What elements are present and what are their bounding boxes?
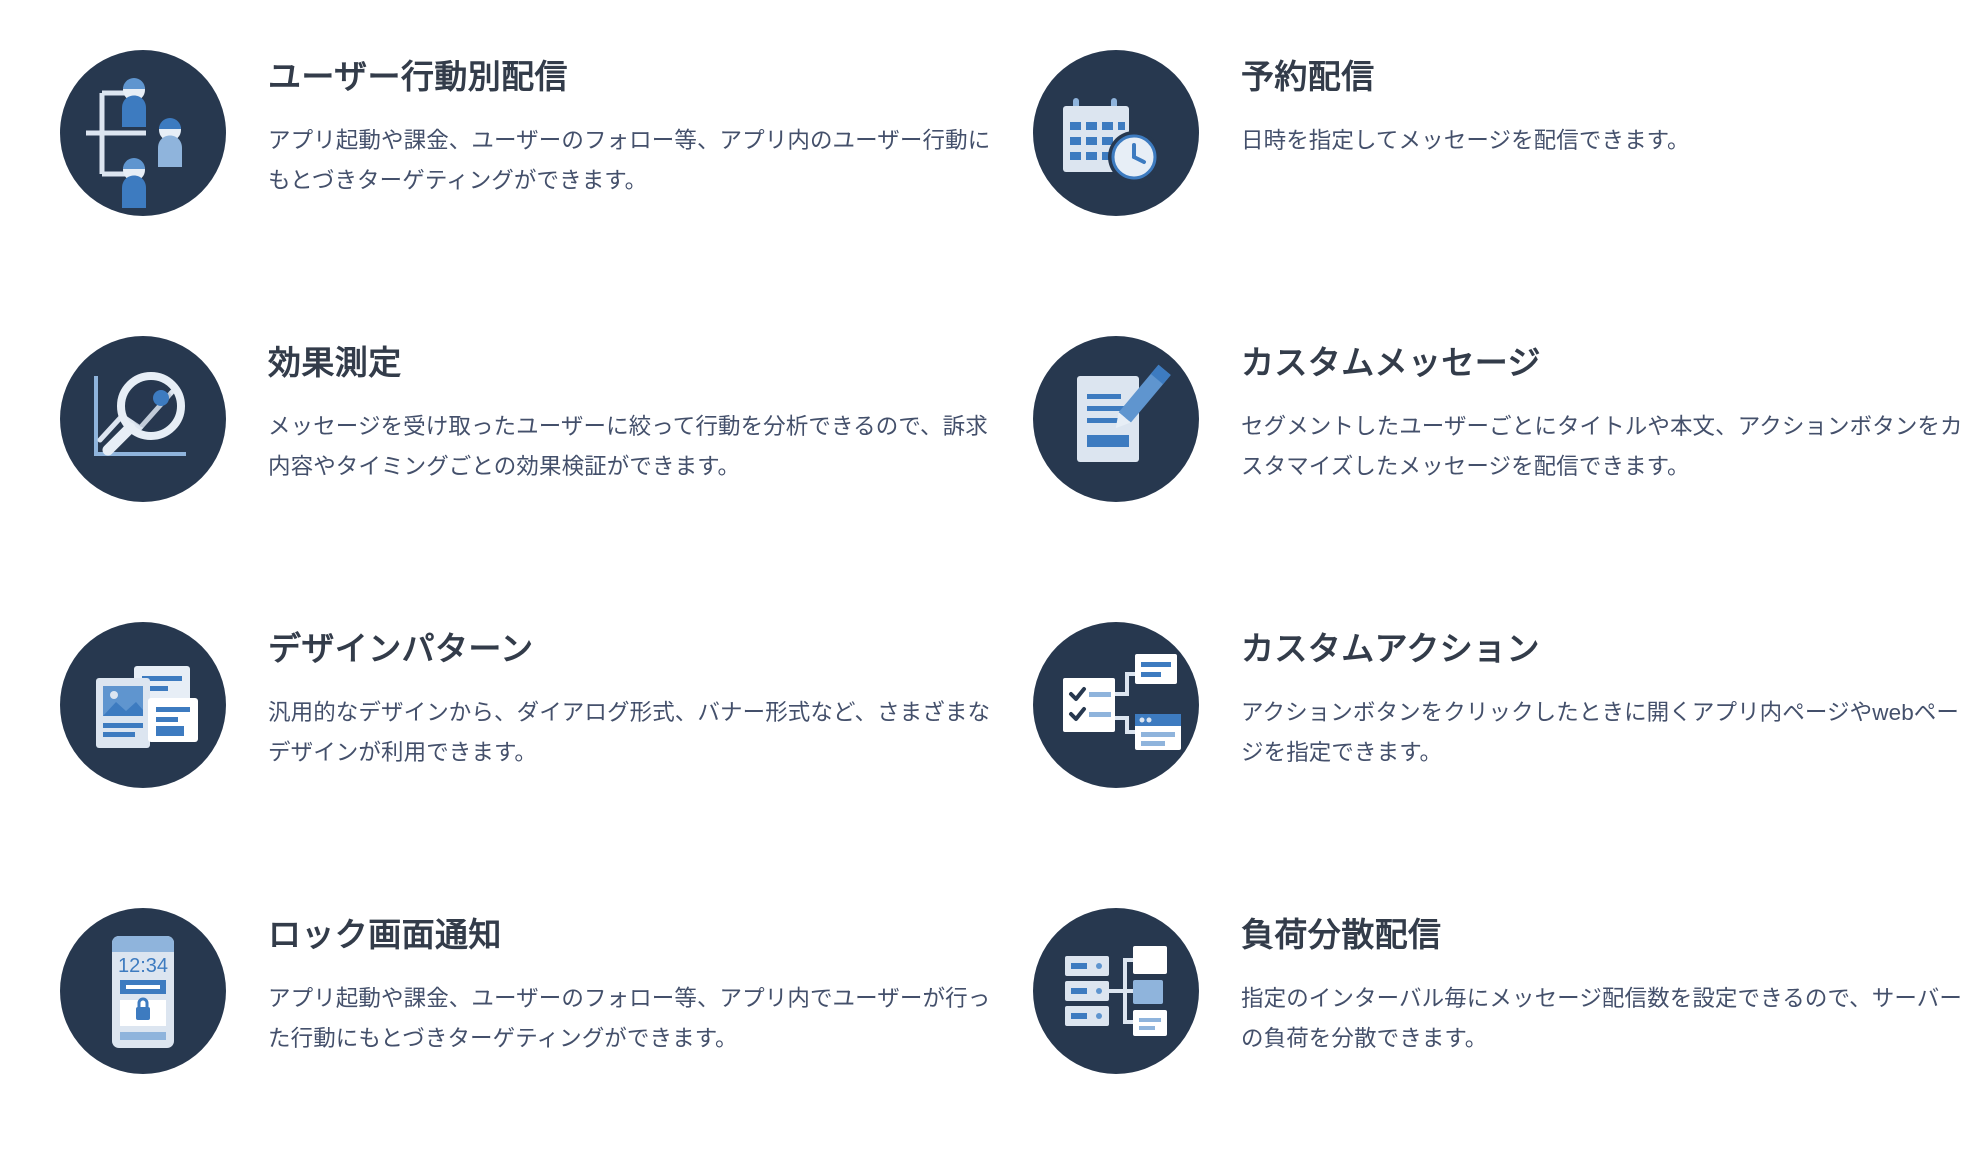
feature-title: カスタムメッセージ xyxy=(1241,344,1541,381)
custom-message-pencil-document-icon xyxy=(1033,336,1199,502)
feature-card-effect-measurement[interactable]: 効果測定 メッセージを受け取ったユーザーに絞って行動を分析できるので、訴求内容や… xyxy=(48,314,1003,600)
feature-description: セグメントしたユーザーごとにタイトルや本文、アクションボタンをカスタマイズしたメ… xyxy=(1241,414,1963,479)
feature-card-custom-message[interactable]: カスタムメッセージ セグメントしたユーザーごとにタイトルや本文、アクションボタン… xyxy=(1021,314,1976,600)
feature-description: 汎用的なデザインから、ダイアログ形式、バナー形式など、さまざまなデザインが利用で… xyxy=(268,700,991,765)
feature-card-body: カスタムアクション アクションボタンをクリックしたときに開くアプリ内ページやwe… xyxy=(1241,622,1976,772)
design-pattern-cards-icon xyxy=(60,622,226,788)
feature-description: アプリ起動や課金、ユーザーのフォロー等、アプリ内でユーザーが行った行動にもとづき… xyxy=(268,986,991,1051)
feature-card-body: 負荷分散配信 指定のインターバル毎にメッセージ配信数を設定できるので、サーバーの… xyxy=(1241,908,1976,1058)
feature-title: 効果測定 xyxy=(268,344,402,381)
feature-card-lock-screen[interactable]: 12:34 ロック画面通知 アプリ起動や課金、ユーザーのフォロー等、アプリ内でユ… xyxy=(48,886,1003,1154)
feature-card-body: カスタムメッセージ セグメントしたユーザーごとにタイトルや本文、アクションボタン… xyxy=(1241,336,1976,486)
feature-card-custom-action[interactable]: カスタムアクション アクションボタンをクリックしたときに開くアプリ内ページやwe… xyxy=(1021,600,1976,886)
feature-card-body: ユーザー行動別配信 アプリ起動や課金、ユーザーのフォロー等、アプリ内のユーザー行… xyxy=(268,50,1003,200)
feature-title: ロック画面通知 xyxy=(268,916,502,953)
load-balancing-server-icon xyxy=(1033,908,1199,1074)
feature-description: メッセージを受け取ったユーザーに絞って行動を分析できるので、訴求内容やタイミング… xyxy=(268,414,988,479)
feature-card-body: 予約配信 日時を指定してメッセージを配信できます。 xyxy=(1241,50,1976,161)
feature-description: 指定のインターバル毎にメッセージ配信数を設定できるので、サーバーの負荷を分散でき… xyxy=(1241,986,1962,1051)
user-behavior-targeting-icon xyxy=(60,50,226,216)
scheduled-delivery-calendar-clock-icon xyxy=(1033,50,1199,216)
feature-card-load-balancing[interactable]: 負荷分散配信 指定のインターバル毎にメッセージ配信数を設定できるので、サーバーの… xyxy=(1021,886,1976,1154)
effect-measurement-magnifier-chart-icon xyxy=(60,336,226,502)
custom-action-checklist-flow-icon xyxy=(1033,622,1199,788)
feature-description: アクションボタンをクリックしたときに開くアプリ内ページやwebページを指定できま… xyxy=(1241,700,1960,765)
feature-description: 日時を指定してメッセージを配信できます。 xyxy=(1241,128,1690,154)
feature-title: 予約配信 xyxy=(1241,58,1375,95)
feature-card-user-behavior[interactable]: ユーザー行動別配信 アプリ起動や課金、ユーザーのフォロー等、アプリ内のユーザー行… xyxy=(48,28,1003,314)
feature-title: デザインパターン xyxy=(268,630,534,667)
feature-card-body: ロック画面通知 アプリ起動や課金、ユーザーのフォロー等、アプリ内でユーザーが行っ… xyxy=(268,908,1003,1058)
lock-screen-time-text: 12:34 xyxy=(118,955,168,977)
feature-title: ユーザー行動別配信 xyxy=(268,58,568,95)
feature-card-scheduled-delivery[interactable]: 予約配信 日時を指定してメッセージを配信できます。 xyxy=(1021,28,1976,314)
feature-description: アプリ起動や課金、ユーザーのフォロー等、アプリ内のユーザー行動にもとづきターゲテ… xyxy=(268,128,991,193)
feature-card-body: 効果測定 メッセージを受け取ったユーザーに絞って行動を分析できるので、訴求内容や… xyxy=(268,336,1003,486)
feature-title: 負荷分散配信 xyxy=(1241,916,1442,953)
feature-card-body: デザインパターン 汎用的なデザインから、ダイアログ形式、バナー形式など、さまざま… xyxy=(268,622,1003,772)
feature-title: カスタムアクション xyxy=(1241,630,1540,667)
feature-card-design-pattern[interactable]: デザインパターン 汎用的なデザインから、ダイアログ形式、バナー形式など、さまざま… xyxy=(48,600,1003,886)
lock-screen-phone-icon: 12:34 xyxy=(60,908,226,1074)
